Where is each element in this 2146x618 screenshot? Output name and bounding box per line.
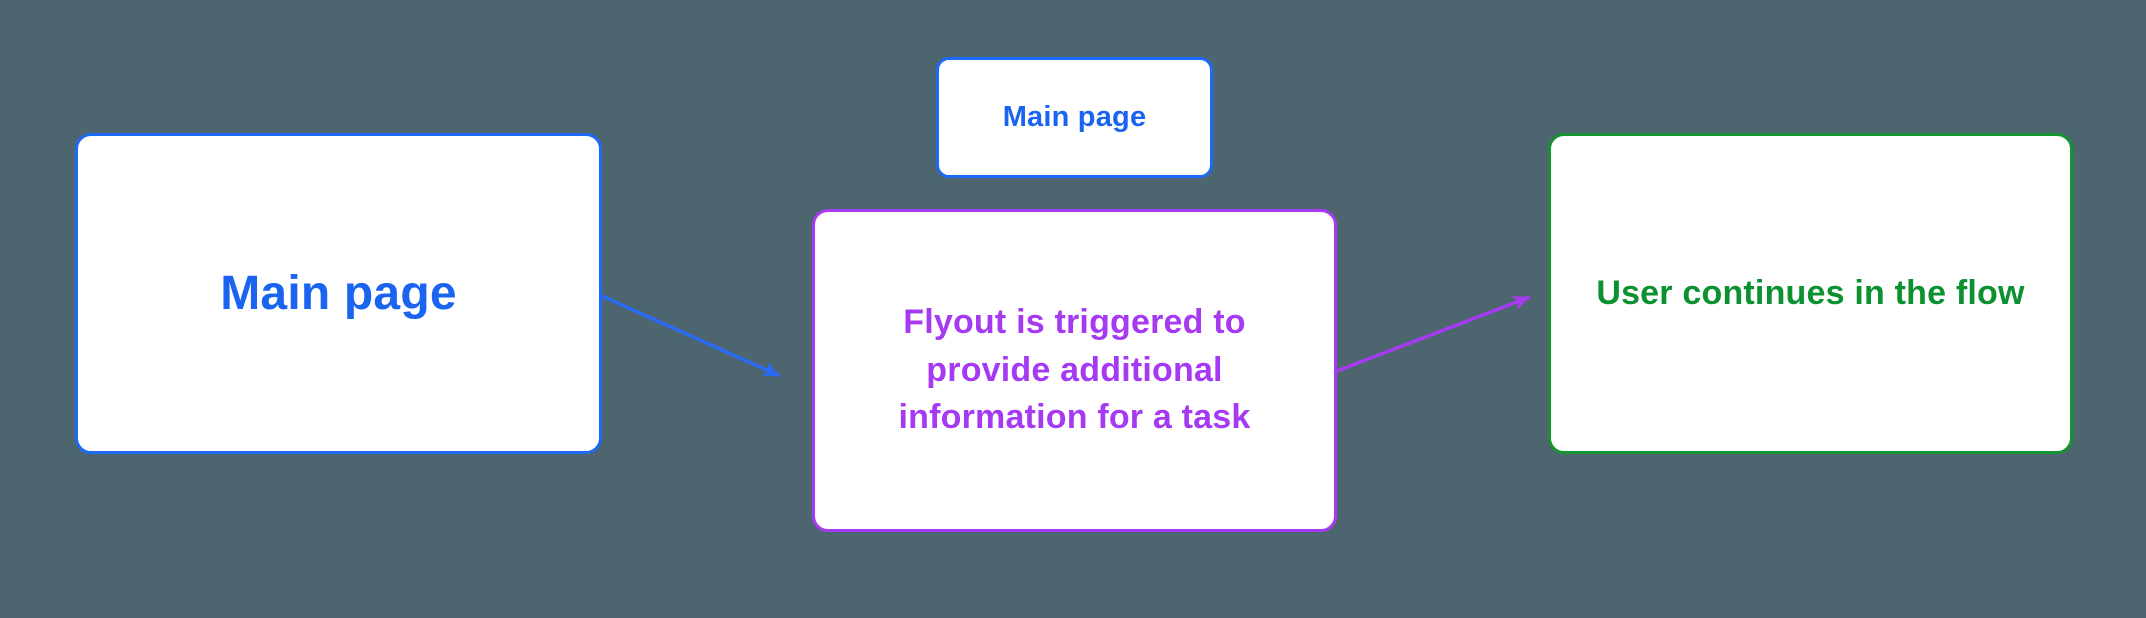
node-main-page-mini-label: Main page	[1002, 101, 1147, 133]
node-flyout-triggered-label: Flyout is triggered to provide additiona…	[898, 303, 1251, 437]
connector-flyout-to-continue[interactable]	[1336, 295, 1531, 373]
node-main-page[interactable]: Main page	[75, 133, 602, 454]
connector-main-to-flyout[interactable]	[601, 294, 781, 378]
node-flyout-triggered[interactable]: Flyout is triggered to provide additiona…	[812, 209, 1337, 532]
node-main-page-label: Main page	[220, 267, 457, 320]
node-user-continues-label: User continues in the flow	[1596, 274, 2025, 312]
node-main-page-mini[interactable]: Main page	[936, 57, 1213, 178]
node-user-continues[interactable]: User continues in the flow	[1548, 133, 2073, 454]
